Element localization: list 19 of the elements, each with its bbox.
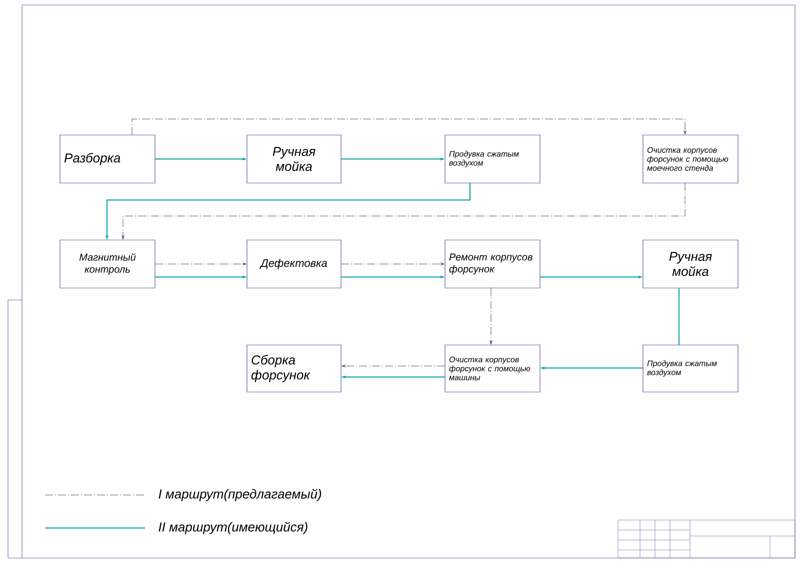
process-box: Сборка форсунок (246, 344, 342, 392)
process-box: Продувка сжатым воздухом (444, 134, 540, 184)
arrow (154, 262, 246, 266)
arrow (122, 182, 686, 240)
process-box: Магнитный контроль (60, 240, 156, 288)
process-box: Разборка (60, 134, 156, 184)
process-box: Продувка сжатым воздухом (642, 344, 738, 392)
legend-text: I маршрут(предлагаемый) (158, 488, 322, 502)
arrow (490, 288, 492, 344)
arrow (342, 364, 446, 368)
arrow (340, 262, 444, 266)
process-box: Дефектовка (246, 240, 342, 288)
legend-text: II маршрут(имеющийся) (158, 522, 308, 534)
process-box: Ручная мойка (246, 134, 342, 184)
process-box: Очистка корпусов форсунок с помощью моечного стенда (642, 134, 738, 184)
process-box: Ремонт корпусов форсунок (444, 240, 540, 288)
process-box: Очистка корпусов форсунок с помощью машины (444, 344, 540, 392)
process-box: Ручная мойка (642, 240, 738, 288)
arrow (132, 118, 686, 136)
